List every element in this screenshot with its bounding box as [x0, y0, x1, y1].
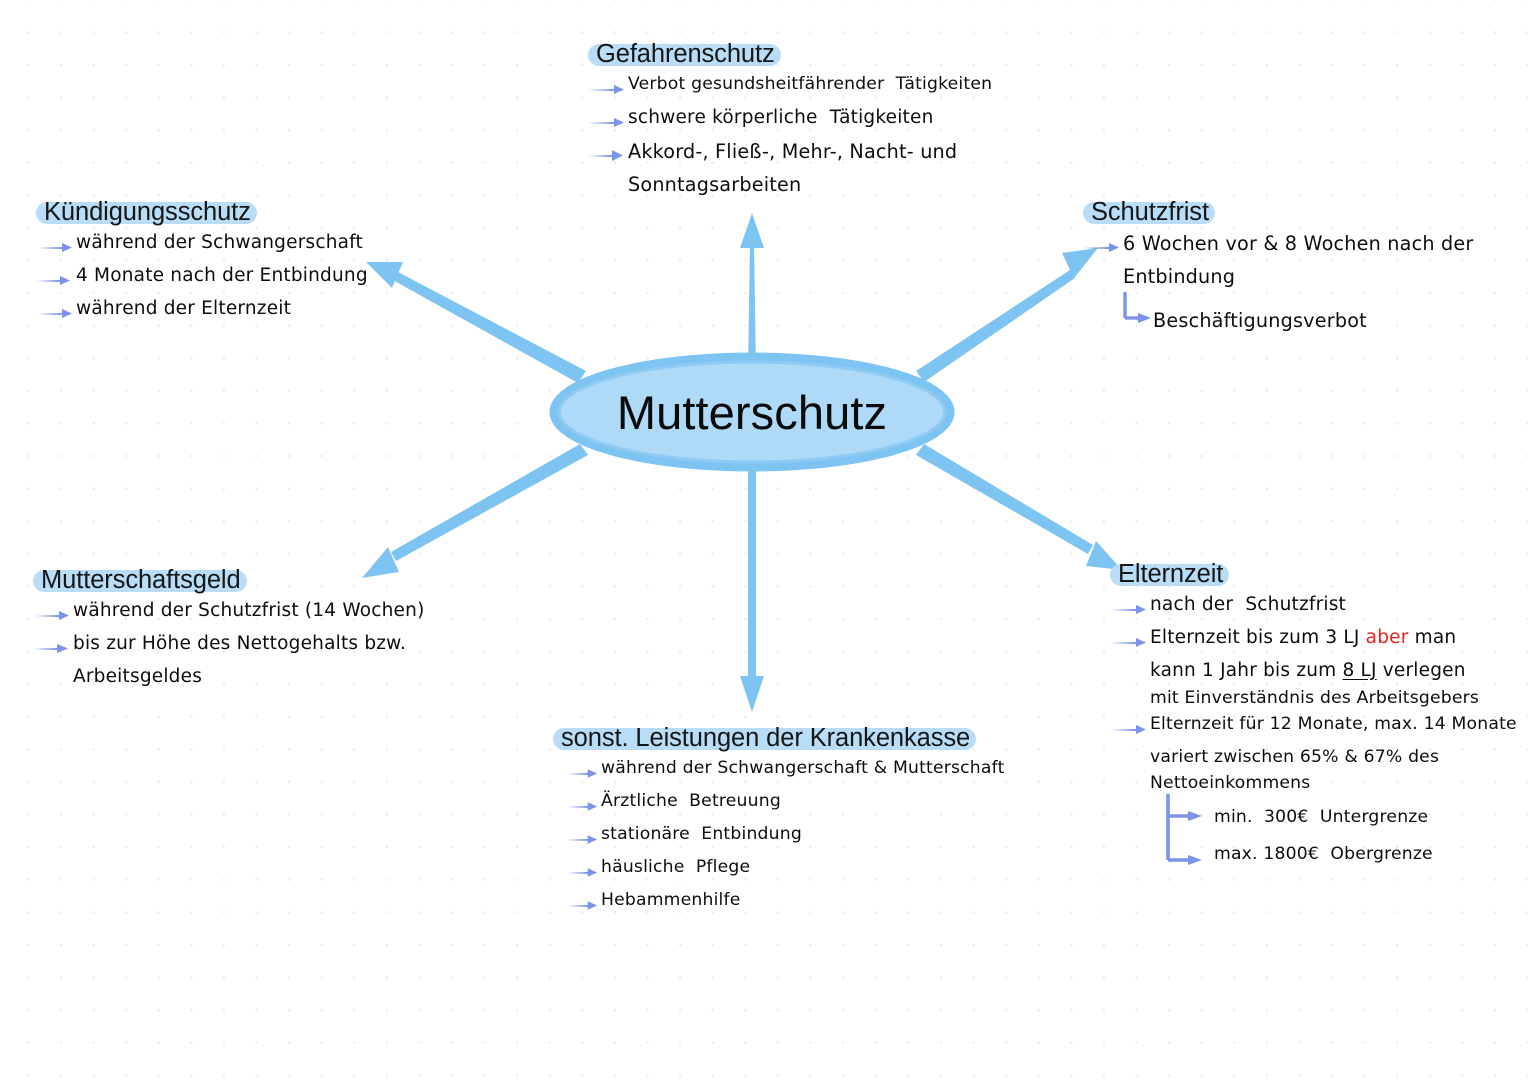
branch-krankenkasse[interactable]: sonst. Leistungen der Krankenkasse währe…: [553, 724, 1023, 920]
branch-schutzfrist[interactable]: Schutzfrist 6 Wochen vor & 8 Wochen nach…: [1083, 198, 1523, 335]
elternzeit-item3-line3: Nettoeinkommens: [1150, 772, 1311, 793]
bullet-list-kuendigungsschutz: während der Schwangerschaft 4 Monate nac…: [36, 229, 466, 326]
list-item-text: Elternzeit für 12 Monate, max. 14 Monate: [1150, 713, 1517, 734]
bullet-list-schutzfrist: 6 Wochen vor & 8 Wochen nach der Entbind…: [1083, 229, 1523, 335]
elternzeit-item3-line2: variert zwischen 65% & 67% des: [1150, 746, 1440, 767]
connector-to-mutterschaftsgeld: [362, 444, 588, 578]
list-item-text: während der Elternzeit: [76, 297, 292, 319]
elternzeit-line2: kann 1 Jahr bis zum 8 LJ verlegen: [1110, 657, 1528, 685]
list-item-text: nach der Schutzfrist: [1150, 593, 1347, 615]
list-item-text: stationäre Entbindung: [601, 823, 802, 844]
branch-kuendigungsschutz[interactable]: Kündigungsschutz während der Schwangersc…: [36, 198, 466, 328]
elternzeit-underlined-term: 8 LJ: [1342, 659, 1377, 681]
bullet-list-elternzeit: nach der Schutzfrist Elternzeit bis zum …: [1110, 591, 1528, 879]
list-item-text: 4 Monate nach der Entbindung: [76, 264, 368, 286]
list-item: Elternzeit für 12 Monate, max. 14 Monate: [1110, 711, 1528, 742]
list-item: Akkord-, Fließ-, Mehr-, Nacht- und: [588, 137, 1058, 168]
arrow-right-icon: [567, 834, 598, 844]
branch-gefahrenschutz[interactable]: Gefahrenschutz Verbot gesundsheitfährend…: [588, 40, 1058, 199]
list-item: während der Schwangerschaft & Mutterscha…: [567, 755, 1023, 786]
arrow-right-icon: [588, 117, 624, 127]
elternzeit-line1-suffix: man: [1408, 626, 1457, 648]
elternzeit-line2-prefix: kann 1 Jahr bis zum: [1150, 659, 1343, 681]
list-item-continuation: Entbindung: [1123, 264, 1236, 288]
list-item: stationäre Entbindung: [567, 821, 1023, 852]
list-item: während der Elternzeit: [36, 295, 466, 326]
list-item: 6 Wochen vor & 8 Wochen nach der: [1083, 229, 1523, 260]
connector-to-gefahrenschutz: [740, 213, 764, 368]
list-item-text: schwere körperliche Tätigkeiten: [628, 106, 934, 128]
arrow-right-icon: [567, 768, 598, 778]
list-item-text: Elternzeit bis zum 3 LJ aber man: [1150, 624, 1456, 652]
arrow-right-icon: [567, 801, 598, 811]
arrow-right-icon: [588, 84, 624, 94]
list-item-text: während der Schwangerschaft: [76, 231, 364, 253]
list-item-text: bis zur Höhe des Nettogehalts bzw.: [73, 632, 406, 654]
branch-elternzeit[interactable]: Elternzeit nach der Schutzfrist Elternze…: [1110, 560, 1528, 878]
branch-title-mutterschaftsgeld: Mutterschaftsgeld: [33, 566, 247, 595]
branch-title-krankenkasse: sonst. Leistungen der Krankenkasse: [553, 724, 977, 753]
connector-to-krankenkasse: [740, 458, 764, 712]
arrow-right-icon: [1110, 724, 1146, 734]
elternzeit-line1-prefix: Elternzeit bis zum 3 LJ: [1150, 626, 1366, 648]
list-item-text: Verbot gesundsheitfährender Tätigkeiten: [628, 73, 993, 94]
elternzeit-line3: mit Einverständnis des Arbeitsgebers: [1150, 687, 1480, 708]
sub-list-item: Beschäftigungsverbot: [1083, 291, 1523, 335]
list-item-text: 6 Wochen vor & 8 Wochen nach der: [1123, 231, 1474, 255]
arrow-right-icon: [1083, 242, 1119, 252]
sub-list-item-text: max. 1800€ Obergrenze: [1214, 844, 1433, 865]
bullet-list-krankenkasse: während der Schwangerschaft & Mutterscha…: [553, 755, 1023, 918]
list-item: Elternzeit bis zum 3 LJ aber man: [1110, 624, 1528, 655]
connector-to-elternzeit: [916, 444, 1122, 570]
list-item: 4 Monate nach der Entbindung: [36, 262, 466, 293]
sub-list-item-text: Beschäftigungsverbot: [1153, 308, 1367, 332]
branch-title-elternzeit: Elternzeit: [1110, 560, 1230, 589]
arrow-right-icon: [33, 643, 68, 653]
elbow-connector-icon: [1123, 291, 1151, 323]
list-item-continuation: Arbeitsgeldes: [73, 665, 203, 687]
list-item: Hebammenhilfe: [567, 887, 1023, 918]
elternzeit-red-word: aber: [1365, 626, 1409, 648]
list-item: während der Schwangerschaft: [36, 229, 466, 260]
branch-title-kuendigungsschutz: Kündigungsschutz: [36, 198, 257, 227]
sub-list-text-group: min. 300€ Untergrenze max. 1800€ Obergre…: [1214, 804, 1433, 867]
arrow-right-icon: [588, 149, 623, 161]
list-item-text: Hebammenhilfe: [601, 889, 741, 910]
elbow-bracket-icon: [1166, 794, 1202, 866]
list-item-text: Akkord-, Fließ-, Mehr-, Nacht- und: [628, 139, 958, 163]
arrow-right-icon: [36, 275, 70, 285]
list-item-text: während der Schutzfrist (14 Wochen): [73, 599, 425, 621]
center-node-label: Mutterschutz: [616, 385, 888, 439]
list-item-text: Ärztliche Betreuung: [601, 790, 781, 811]
list-item: schwere körperliche Tätigkeiten: [588, 104, 1058, 135]
list-item: Ärztliche Betreuung: [567, 788, 1023, 819]
arrow-right-icon: [38, 308, 72, 318]
arrow-right-icon: [35, 610, 69, 620]
arrow-right-icon: [567, 867, 598, 877]
arrow-right-icon: [38, 242, 72, 252]
elternzeit-line2-suffix: verlegen: [1376, 659, 1466, 681]
bullet-list-mutterschaftsgeld: während der Schutzfrist (14 Wochen) bis …: [33, 597, 503, 691]
sub-list-elternzeit: min. 300€ Untergrenze max. 1800€ Obergre…: [1110, 794, 1528, 878]
sub-list-item-text: min. 300€ Untergrenze: [1214, 807, 1429, 828]
list-item: während der Schutzfrist (14 Wochen): [33, 597, 503, 628]
bullet-list-gefahrenschutz: Verbot gesundsheitfährender Tätigkeiten …: [588, 71, 1058, 199]
arrow-right-icon: [1110, 637, 1146, 647]
list-item-text: während der Schwangerschaft & Mutterscha…: [601, 757, 1005, 778]
list-item: Verbot gesundsheitfährender Tätigkeiten: [588, 71, 1058, 102]
branch-mutterschaftsgeld[interactable]: Mutterschaftsgeld während der Schutzfris…: [33, 566, 503, 691]
branch-title-gefahrenschutz: Gefahrenschutz: [588, 40, 781, 69]
list-item: häusliche Pflege: [567, 854, 1023, 885]
list-item-continuation: Sonntagsarbeiten: [628, 172, 802, 196]
arrow-right-icon: [567, 900, 598, 910]
arrow-right-icon: [1110, 604, 1146, 614]
branch-title-schutzfrist: Schutzfrist: [1083, 198, 1215, 227]
list-item: bis zur Höhe des Nettogehalts bzw.: [33, 630, 503, 661]
list-item: nach der Schutzfrist: [1110, 591, 1528, 622]
list-item-text: häusliche Pflege: [601, 856, 751, 877]
